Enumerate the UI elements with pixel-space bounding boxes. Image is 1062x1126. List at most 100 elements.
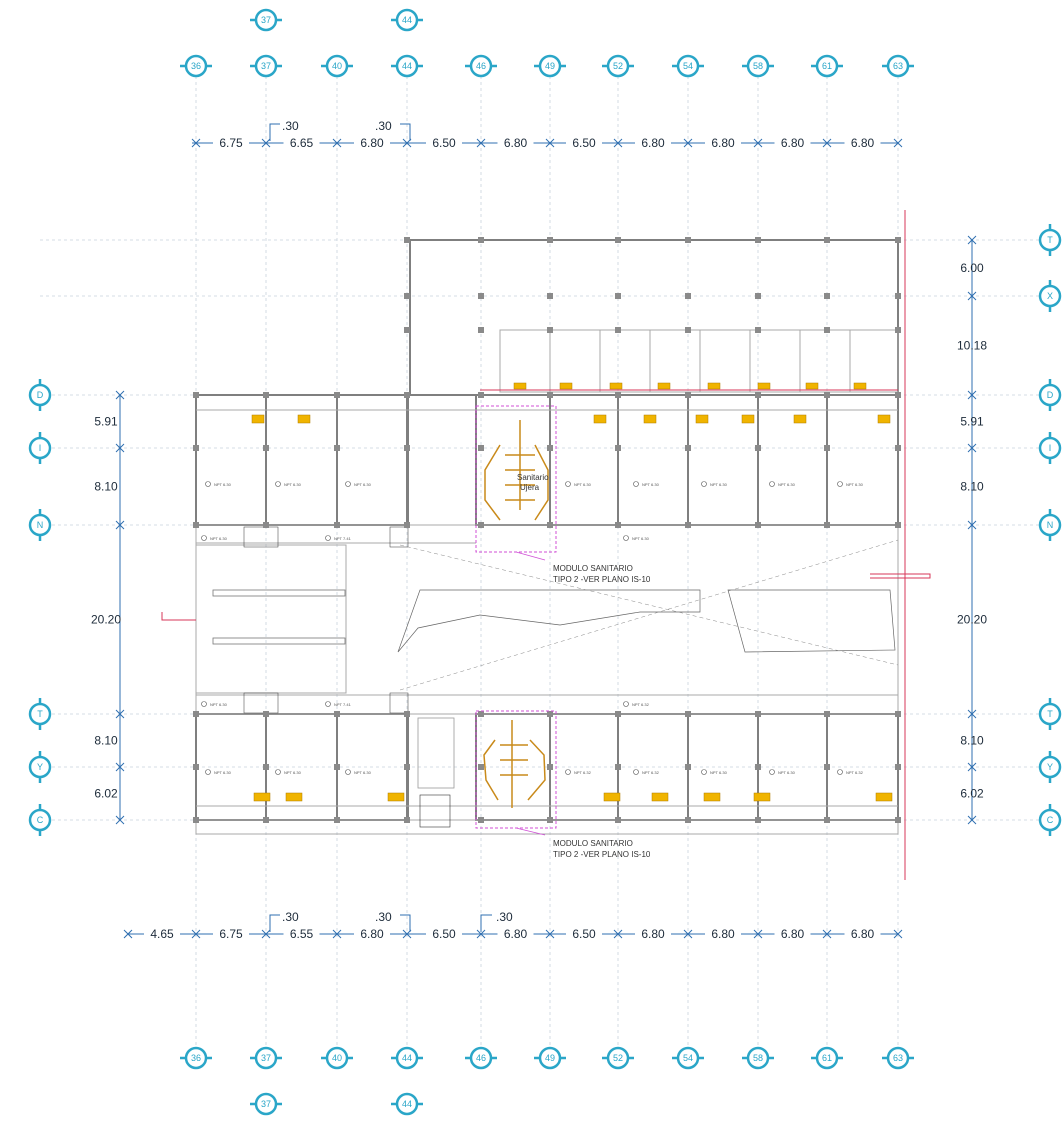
module-upper-leader <box>515 551 546 561</box>
grid-bubble-label: 63 <box>893 61 903 71</box>
level-marker-icon <box>769 769 775 775</box>
dimension-tick <box>332 929 342 939</box>
red-left-marker <box>161 612 196 621</box>
module-lower-leader <box>515 827 546 836</box>
grid-bubble-label: T <box>1047 709 1053 719</box>
fixture <box>707 382 721 390</box>
dimension-label-bg <box>497 135 534 149</box>
fixture <box>805 382 819 390</box>
courtyard-shape-left <box>397 589 701 653</box>
grid-bubble-label: C <box>1047 815 1054 825</box>
grid-bubble-Y: Y <box>1038 751 1062 783</box>
column <box>263 817 269 823</box>
column <box>615 293 621 299</box>
fixture <box>651 792 669 802</box>
piping-lower <box>483 720 546 808</box>
column <box>755 445 761 451</box>
dimension-label: 6.50 <box>432 136 456 150</box>
fixture <box>853 382 867 390</box>
column <box>334 817 340 823</box>
room-level-label: NPT 6.30 <box>574 482 592 487</box>
dimension-label: 8.10 <box>94 480 118 494</box>
dimension-label-bg <box>144 926 180 940</box>
dimension-label: 6.50 <box>432 927 456 941</box>
dimension-tick <box>683 929 693 939</box>
grid-bubble-label: 44 <box>402 1053 412 1063</box>
column <box>895 327 901 333</box>
grid-bubble-63: 63 <box>882 1046 914 1070</box>
dimension-label-bg <box>635 926 671 940</box>
dimension-label: 8.10 <box>960 734 984 748</box>
small-dimension-label: .30 <box>375 910 392 924</box>
column <box>895 764 901 770</box>
grid-bubble-label: Y <box>1047 762 1053 772</box>
column <box>615 711 621 717</box>
dimension-tick <box>115 762 125 772</box>
red-right-marker <box>870 573 931 579</box>
column <box>334 392 340 398</box>
dimension-label-bg <box>705 926 741 940</box>
level-marker-icon <box>565 481 571 487</box>
column <box>478 711 484 717</box>
column <box>193 817 199 823</box>
dimension-label-bg <box>635 135 671 149</box>
grid-bubble-label: Y <box>37 762 43 772</box>
dimension-label-bg <box>354 135 390 149</box>
column <box>547 293 553 299</box>
dimension-tick <box>613 929 623 939</box>
column <box>478 392 484 398</box>
dimension-label: 6.80 <box>711 136 735 150</box>
dimension-tick <box>261 929 271 939</box>
bench-lower <box>212 637 346 645</box>
grid-bubble-58: 58 <box>742 54 774 78</box>
module-upper-note-1: MODULO SANITARIO <box>553 564 633 573</box>
column <box>895 817 901 823</box>
dimension-tick <box>967 520 977 530</box>
column <box>404 711 410 717</box>
dimension-label-bg <box>283 135 320 149</box>
room-level-label: NPT 6.30 <box>710 770 728 775</box>
column <box>755 764 761 770</box>
room-level-label: NPT 6.30 <box>354 482 372 487</box>
grid-bubble-label: 58 <box>753 1053 763 1063</box>
column <box>685 817 691 823</box>
column <box>478 522 484 528</box>
column <box>755 392 761 398</box>
level-marker-icon <box>769 481 775 487</box>
grid-bubble-label: 46 <box>476 1053 486 1063</box>
small-dimension-leader <box>480 914 492 932</box>
dimension-label-bg <box>354 926 390 940</box>
grid-bubble-label: N <box>1047 520 1054 530</box>
room-level-label: NPT 7.41 <box>334 536 352 541</box>
grid-bubble-label: 37 <box>261 61 271 71</box>
column <box>547 711 553 717</box>
fixture <box>757 382 771 390</box>
dimension-label-bg <box>774 926 811 940</box>
level-marker-icon <box>623 701 629 707</box>
grid-bubble-label: 49 <box>545 61 555 71</box>
column <box>685 764 691 770</box>
room-level-label: NPT 6.30 <box>214 770 232 775</box>
grid-bubble-52: 52 <box>602 1046 634 1070</box>
dimension-tick <box>545 929 555 939</box>
fixture <box>593 414 607 424</box>
dimension-tick <box>115 520 125 530</box>
dimension-label: 20.20 <box>91 613 121 627</box>
grid-bubble-label: 61 <box>822 61 832 71</box>
grid-bubble-61: 61 <box>811 54 843 78</box>
grid-bubble-label: 44 <box>402 1099 412 1109</box>
grid-bubble-44: 44 <box>391 8 423 32</box>
column <box>334 522 340 528</box>
room-level-label: NPT 6.30 <box>284 482 302 487</box>
grid-bubble-37: 37 <box>250 1046 282 1070</box>
column <box>263 445 269 451</box>
column <box>615 817 621 823</box>
dimension-label: 6.80 <box>781 136 805 150</box>
fixture <box>875 792 893 802</box>
fixture <box>753 792 771 802</box>
fixture <box>513 382 527 390</box>
small-dimension-label: .30 <box>282 910 299 924</box>
column <box>615 327 621 333</box>
column <box>478 293 484 299</box>
